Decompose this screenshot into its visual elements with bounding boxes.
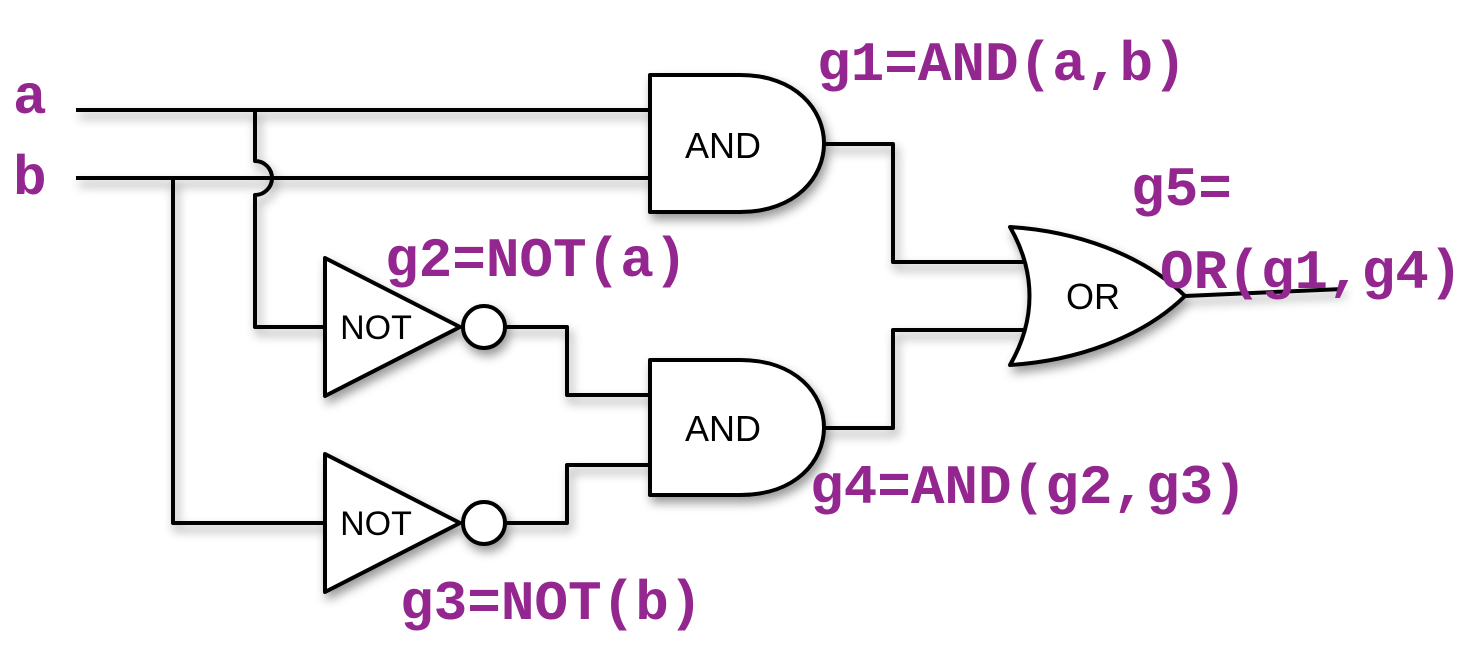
annotation-g3: g3=NOT(b): [400, 572, 702, 636]
gate-label-g4: AND: [685, 408, 761, 449]
wire-g1-to-g5: [820, 142, 1030, 264]
gate-label-g5: OR: [1066, 276, 1120, 317]
not-bubble-g3: [461, 500, 507, 546]
annotation-g4: g4=AND(g2,g3): [810, 456, 1247, 520]
circuit-layer: [76, 73, 1344, 594]
not-bubble-g2: [461, 304, 507, 350]
and-gate-g1: [648, 73, 826, 214]
wire-b-branch-to-g3: [171, 178, 327, 525]
input-label-a: a: [13, 66, 47, 130]
or-gate-g5: [1008, 225, 1187, 367]
annotation-g5-line1: g5=: [1131, 158, 1232, 222]
not-gate-g2: [323, 256, 462, 398]
gate-label-g3: NOT: [340, 505, 412, 543]
wire-a-branch-to-g2: [253, 110, 327, 329]
and-gate-g4: [648, 358, 826, 497]
annotation-g1: g1=AND(a,b): [817, 33, 1187, 97]
not-gate-g3: [323, 452, 462, 594]
annotation-g2: g2=NOT(a): [385, 229, 687, 293]
input-label-b: b: [13, 147, 47, 211]
wire-g5-output: [1184, 287, 1344, 298]
gate-label-g2: NOT: [340, 309, 412, 347]
wire-g4-to-g5: [820, 328, 1030, 430]
gate-label-g1: AND: [685, 125, 761, 166]
wire-g2-to-g4: [505, 325, 652, 397]
wire-g3-to-g4: [505, 463, 652, 525]
annotation-g5-line2: OR(g1,g4): [1160, 241, 1462, 305]
